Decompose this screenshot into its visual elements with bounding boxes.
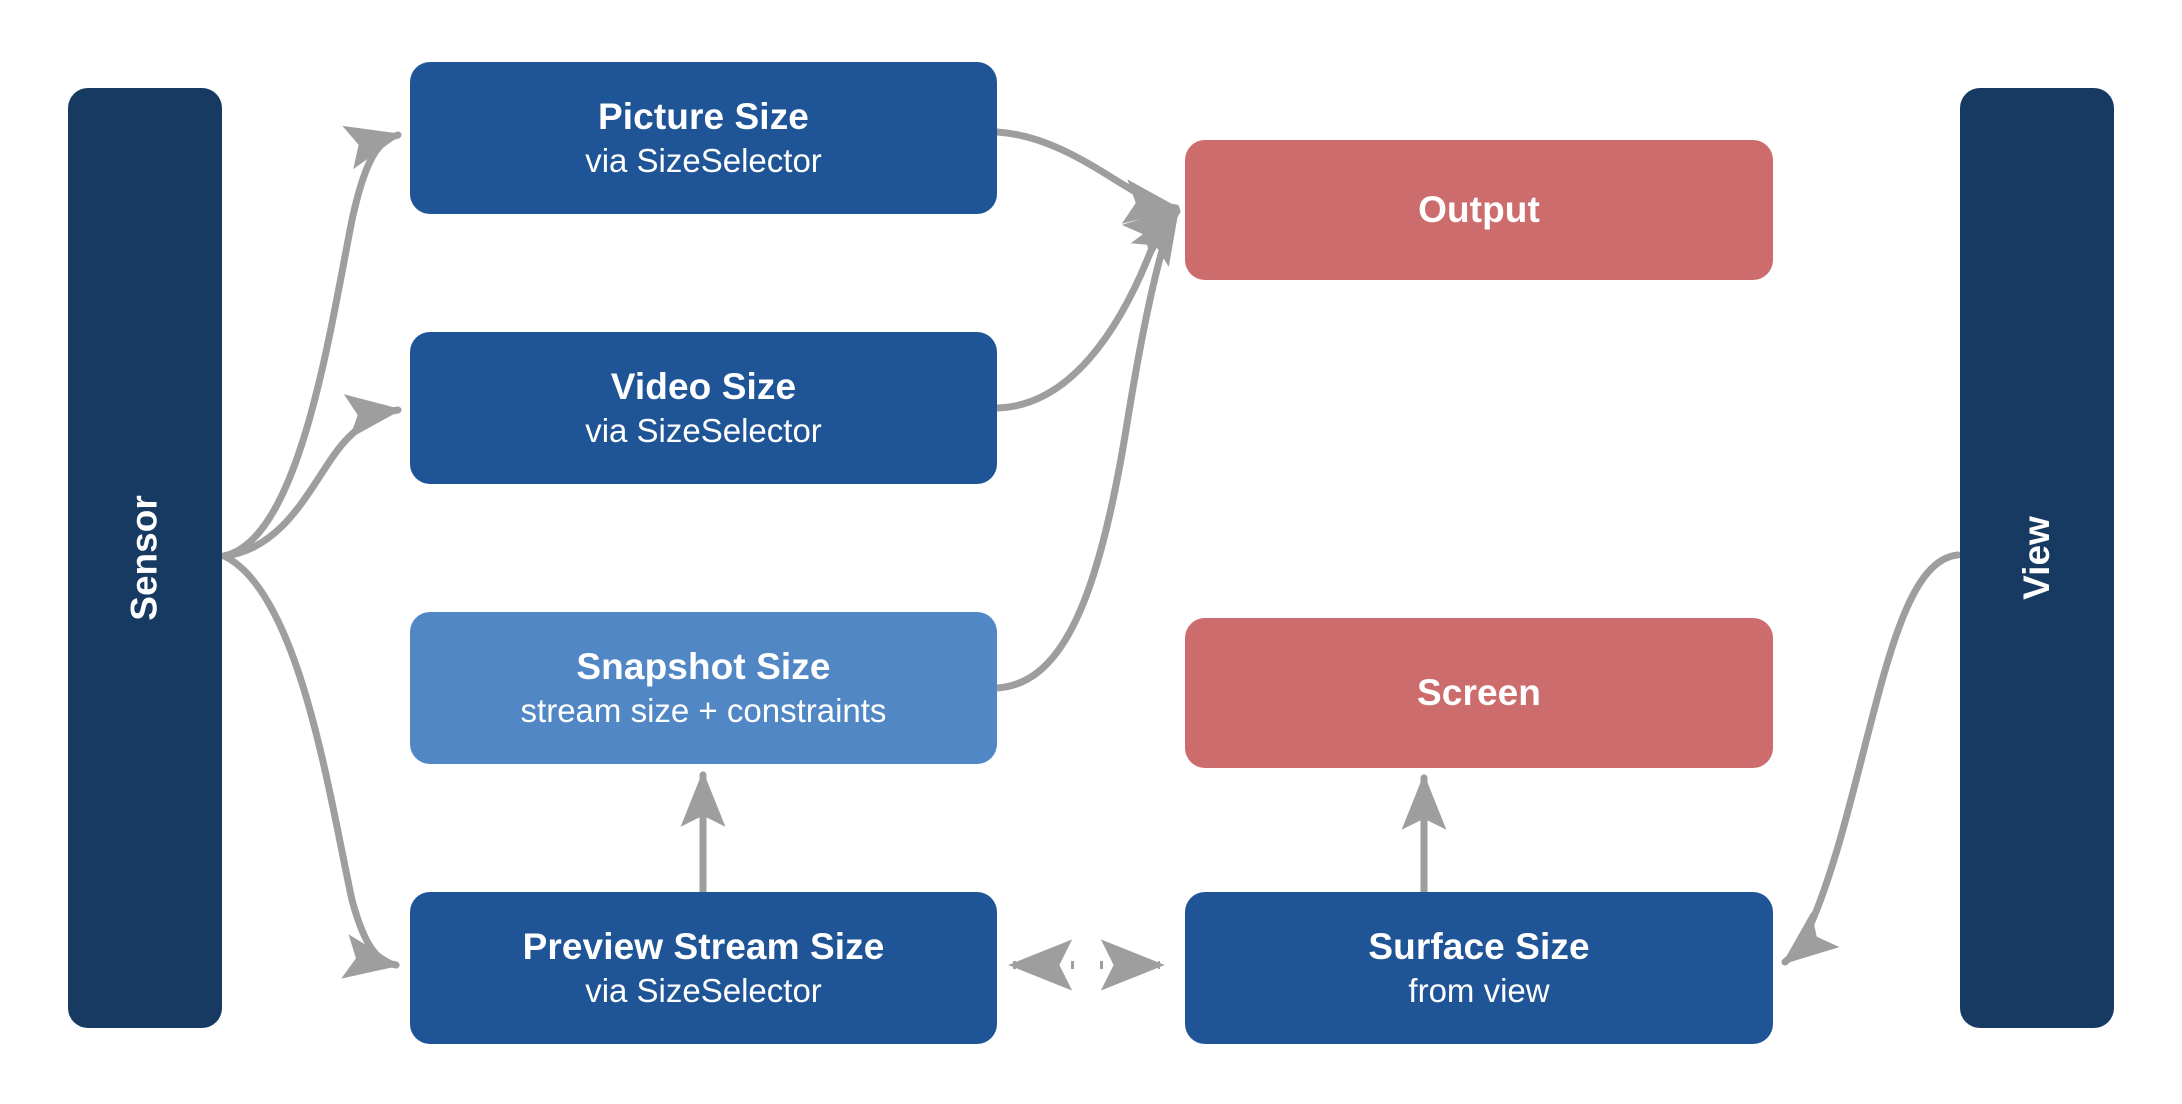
edge-snapshot-size-to-output bbox=[993, 207, 1181, 692]
node-screen[interactable]: Screen bbox=[1185, 618, 1773, 768]
lane-view-label: View bbox=[2016, 516, 2057, 600]
node-snapshot-size[interactable]: Snapshot Size stream size + constraints bbox=[410, 612, 997, 764]
edge-view-to-surface-size bbox=[1781, 551, 1962, 966]
node-preview-stream-size[interactable]: Preview Stream Size via SizeSelector bbox=[410, 892, 997, 1044]
node-video-size-title: Video Size bbox=[610, 365, 797, 407]
edge-sensor-to-video-size bbox=[220, 394, 403, 560]
node-surface-size[interactable]: Surface Size from view bbox=[1185, 892, 1773, 1044]
node-output[interactable]: Output bbox=[1185, 140, 1773, 280]
node-output-title: Output bbox=[1418, 189, 1540, 231]
node-snapshot-size-title: Snapshot Size bbox=[576, 645, 831, 687]
lane-view[interactable]: View bbox=[1960, 88, 2114, 1028]
edge-picture-size-to-output bbox=[993, 128, 1181, 224]
edge-video-size-to-output bbox=[993, 205, 1180, 412]
node-screen-title: Screen bbox=[1416, 672, 1541, 714]
node-picture-size[interactable]: Picture Size via SizeSelector bbox=[410, 62, 997, 214]
node-surface-size-subtitle: from view bbox=[1408, 972, 1550, 1010]
node-video-size-subtitle: via SizeSelector bbox=[585, 412, 822, 450]
node-surface-size-title: Surface Size bbox=[1368, 925, 1590, 967]
node-preview-stream-size-title: Preview Stream Size bbox=[522, 925, 885, 967]
edge-sensor-to-picture-size bbox=[220, 125, 403, 560]
lane-sensor[interactable]: Sensor bbox=[68, 88, 222, 1028]
node-preview-stream-size-subtitle: via SizeSelector bbox=[585, 972, 822, 1010]
node-picture-size-title: Picture Size bbox=[598, 95, 809, 137]
node-video-size[interactable]: Video Size via SizeSelector bbox=[410, 332, 997, 484]
edge-sensor-to-preview-stream-size bbox=[220, 552, 401, 979]
node-picture-size-subtitle: via SizeSelector bbox=[585, 142, 822, 180]
node-snapshot-size-subtitle: stream size + constraints bbox=[520, 692, 887, 730]
lane-sensor-label: Sensor bbox=[124, 495, 165, 621]
